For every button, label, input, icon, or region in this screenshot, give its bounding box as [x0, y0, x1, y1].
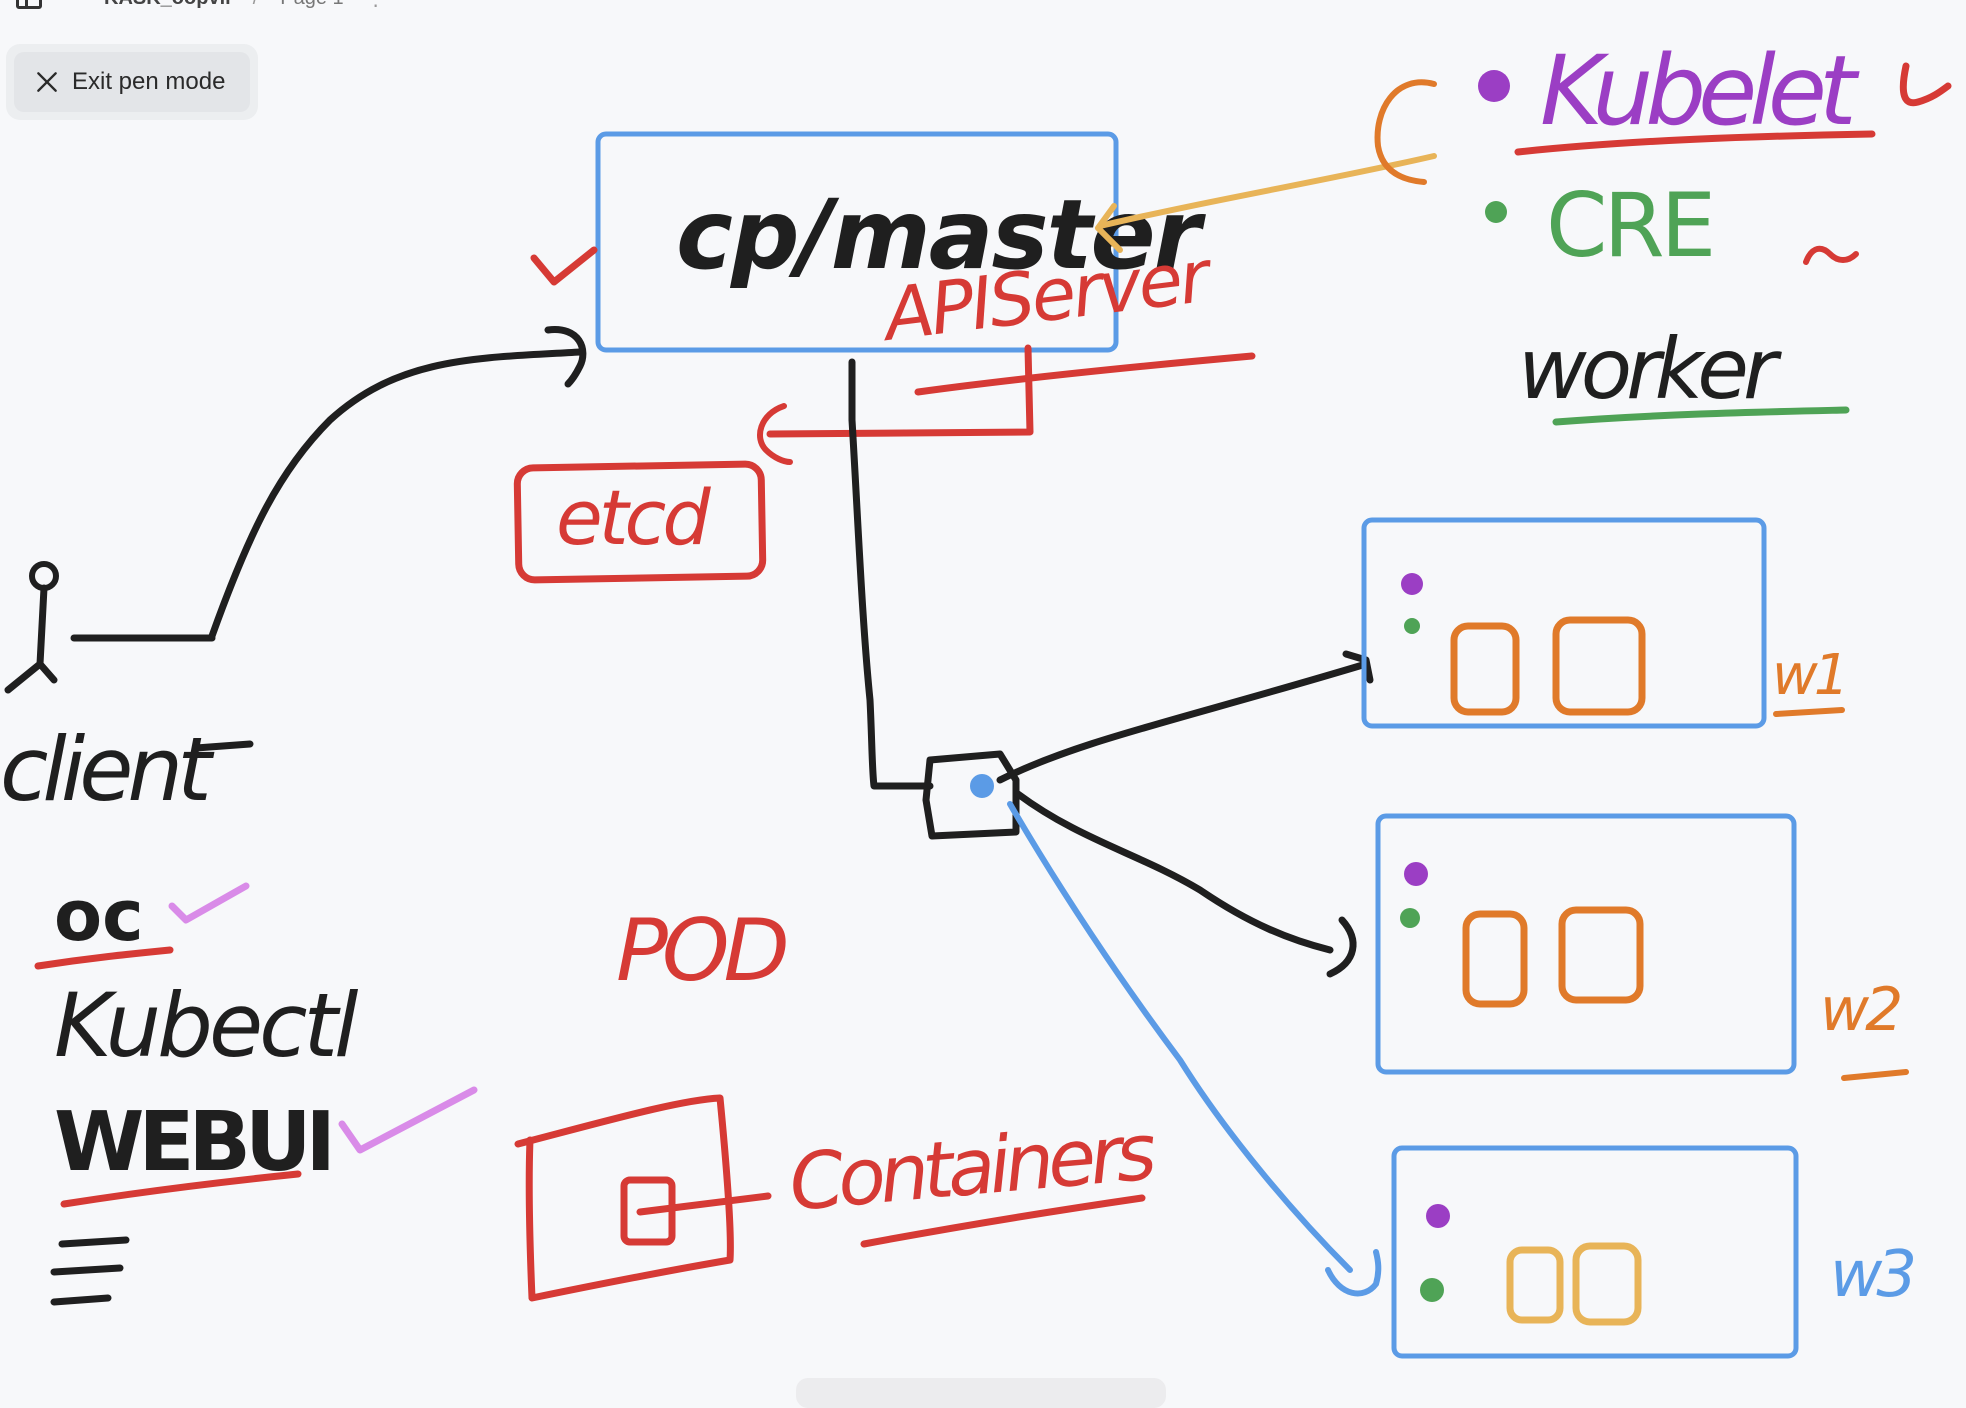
worker1-pod-b [1552, 616, 1646, 716]
to-worker3-arrow [1007, 801, 1353, 1273]
notebook-icon[interactable] [16, 0, 42, 9]
pod-box [514, 1094, 734, 1302]
client-label: client [0, 718, 215, 821]
cre-red-tilde [1803, 245, 1859, 265]
worker2-pod-b [1558, 906, 1644, 1004]
webui-underline [60, 1170, 302, 1208]
worker1-box [1361, 517, 1767, 729]
cre-label: CRE [1546, 174, 1712, 277]
kubelet-bracket [1374, 79, 1437, 185]
worker2-label: w2 [1820, 975, 1900, 1045]
worker2-arrow-head [1326, 916, 1357, 978]
oc-label: oc [54, 875, 144, 957]
worker2-underline [1841, 1069, 1909, 1081]
client-arrow-head [544, 326, 587, 388]
close-icon [37, 72, 57, 92]
worker2-cre-dot [1400, 908, 1420, 928]
master-down-line [848, 358, 934, 790]
worker2-box [1375, 813, 1797, 1075]
containers-underline [860, 1194, 1146, 1248]
container-line [636, 1192, 772, 1216]
worker1-cre-dot [1404, 618, 1420, 634]
client-to-master-arrow [208, 348, 584, 640]
api-to-etcd-connector [766, 344, 1034, 438]
worker2-pod-a [1462, 910, 1528, 1008]
containers-label: Containers [786, 1107, 1159, 1229]
client-figure-head [29, 561, 59, 591]
kubelet-label: Kubelet [1540, 35, 1860, 147]
scheduler-box [922, 750, 1020, 840]
kubectl-label: Kubectl [54, 974, 359, 1077]
check-mark-cp [530, 246, 598, 286]
pen-toolbar: Exit pen mode [6, 44, 258, 120]
client-t-cross [192, 740, 254, 752]
worker-label: worker [1518, 320, 1782, 418]
worker3-box [1391, 1145, 1799, 1359]
api-server-underline [914, 352, 1256, 396]
worker-green-underline [1552, 406, 1850, 426]
kubelet-arrow-head [1095, 203, 1123, 253]
scheduler-dot [970, 774, 994, 798]
check-mark-webui [338, 1086, 478, 1154]
page-scroll-handle[interactable] [796, 1378, 1166, 1408]
exit-pen-mode-button[interactable]: Exit pen mode [14, 52, 250, 112]
kubelet-red-tail [1899, 62, 1952, 107]
etcd-label: etcd [556, 473, 711, 562]
breadcrumb-separator: / [253, 0, 259, 10]
worker3-pod-b [1572, 1242, 1642, 1326]
control-plane-label: cp/master [676, 179, 1207, 291]
kubelet-to-master-arrow [1097, 153, 1437, 229]
more-items-lines [50, 1236, 130, 1306]
oc-underline [34, 946, 174, 970]
worker3-pod-a [1506, 1246, 1564, 1324]
notebook-title[interactable]: KASK_oopvii [104, 0, 231, 10]
worker3-cre-dot [1420, 1278, 1444, 1302]
etcd-arrow-head [757, 403, 793, 465]
more-options-icon[interactable]: ⋮ [366, 0, 387, 11]
pod-label: POD [616, 901, 787, 1001]
exit-pen-mode-label: Exit pen mode [72, 68, 226, 95]
worker2-kubelet-dot [1404, 862, 1428, 886]
worker1-underline [1773, 707, 1845, 717]
to-worker1-arrow [996, 660, 1370, 784]
check-mark-oc [168, 882, 250, 924]
worker3-arrow-head [1325, 1249, 1382, 1297]
etcd-box [513, 460, 767, 584]
kubelet-legend-dot [1478, 70, 1510, 102]
worker3-label: w3 [1830, 1238, 1913, 1312]
worker3-kubelet-dot [1426, 1204, 1450, 1228]
to-worker2-arrow [1014, 790, 1334, 954]
worker1-label: w1 [1772, 643, 1845, 708]
breadcrumb: KASK_oopvii / Page 1 ⋮ [0, 0, 387, 10]
kubelet-red-underline [1514, 130, 1876, 156]
cre-legend-dot [1485, 201, 1507, 223]
client-figure-body [4, 584, 58, 694]
page-title[interactable]: Page 1 [280, 0, 343, 10]
worker1-kubelet-dot [1401, 573, 1423, 595]
worker1-pod-a [1450, 622, 1520, 716]
